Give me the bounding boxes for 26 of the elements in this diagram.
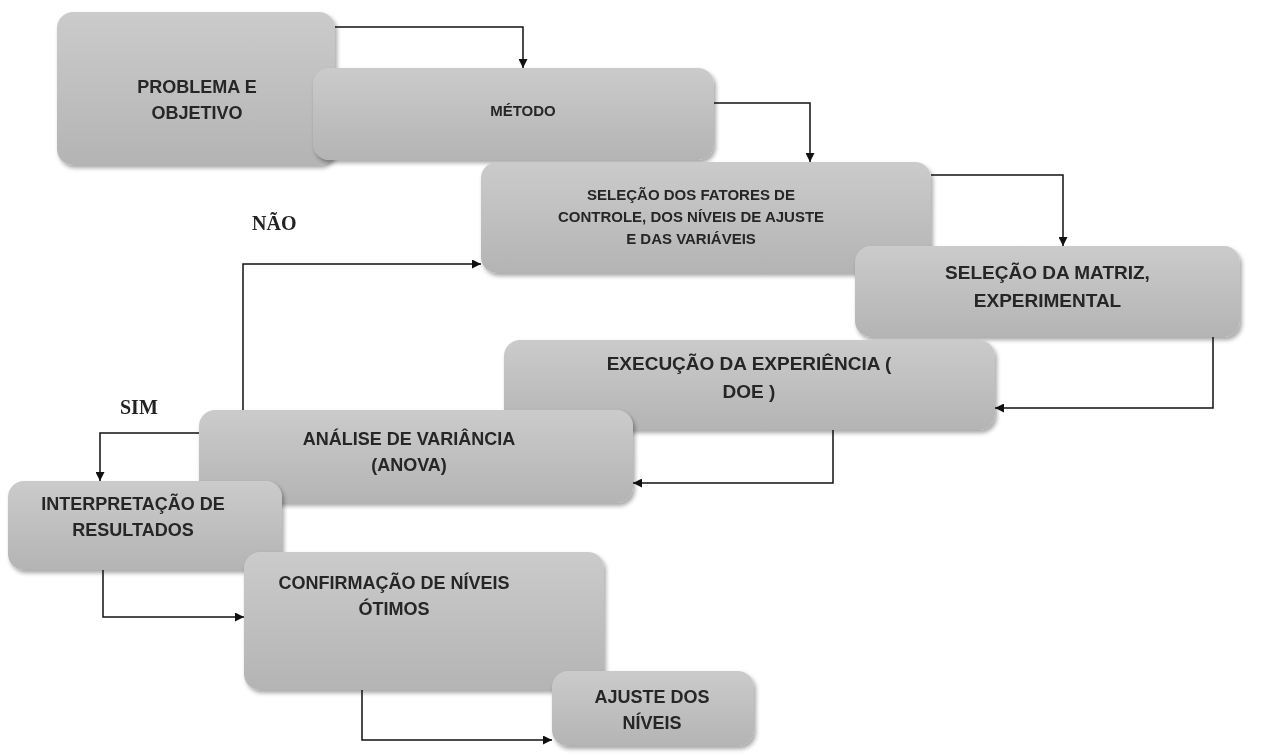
arrow (632, 429, 834, 488)
process-box (8, 481, 282, 570)
arrow (361, 689, 553, 745)
process-box (57, 12, 335, 165)
box-label: AJUSTE DOS NÍVEIS (593, 686, 711, 736)
box-label: MÉTODO (489, 101, 557, 121)
arrow (930, 174, 1068, 247)
arrow (242, 259, 482, 411)
box-label: INTERPRETAÇÃO DE RESULTADOS (40, 492, 226, 543)
process-box (855, 246, 1240, 337)
process-box (504, 340, 995, 430)
box-label: ANÁLISE DE VARIÂNCIA (ANOVA) (301, 427, 517, 478)
arrow (994, 336, 1214, 413)
process-box (552, 671, 754, 746)
arrow (334, 26, 528, 69)
process-box (244, 552, 604, 690)
box-label: CONFIRMAÇÃO DE NÍVEIS ÓTIMOS (277, 571, 511, 622)
process-box (313, 68, 714, 160)
box-label: SELEÇÃO DA MATRIZ, EXPERIMENTAL (944, 261, 1151, 313)
arrow (713, 102, 815, 163)
arrow (95, 432, 200, 482)
process-box (481, 162, 931, 273)
box-label: SELEÇÃO DOS FATORES DE CONTROLE, DOS NÍVEIS DE AJUSTE E DAS VARIÁVEIS (556, 185, 826, 249)
box-label: PROBLEMA E OBJETIVO (136, 76, 258, 126)
arrow (102, 569, 245, 622)
box-label: EXECUÇÃO DA EXPERIÊNCIA ( DOE ) (605, 352, 893, 404)
